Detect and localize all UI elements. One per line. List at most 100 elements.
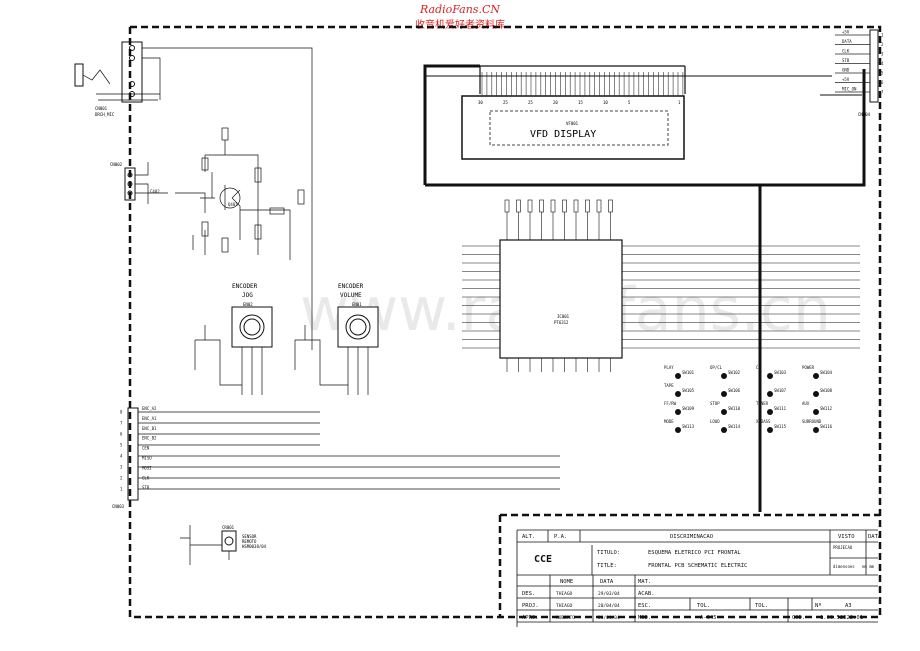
cn003-pin-number: 7 [120, 421, 123, 426]
cn004-net-label: DATA [842, 39, 852, 44]
pullup-resistor [527, 199, 533, 213]
svg-text:SENSOR: SENSOR [242, 534, 257, 539]
svg-text:DRCH_MIC: DRCH_MIC [95, 112, 115, 117]
svg-text:MOD.: MOD. [638, 615, 651, 621]
key-matrix: SW101PLAYSW102OP/CLSW103CDSW104POWERSW10… [664, 365, 833, 433]
svg-text:THIAGO: THIAGO [556, 591, 573, 597]
key-label: TUNER [756, 401, 769, 406]
svg-text:ESQUEMA ELETRICO PCI FRONTAL: ESQUEMA ELETRICO PCI FRONTAL [648, 550, 741, 556]
cn003-net-label: CEN [142, 446, 150, 451]
svg-text:29/03/04: 29/03/04 [598, 591, 620, 597]
key-ref: SW103 [774, 370, 787, 375]
svg-text:DATA: DATA [868, 534, 882, 540]
cce-logo: CCE [534, 554, 552, 565]
cn004-pin-number: 5 [881, 71, 884, 76]
key-ref: SW101 [682, 370, 695, 375]
svg-text:1.00.52322.01: 1.00.52322.01 [820, 615, 863, 621]
title-block-text: ALT. P.A. DISCRIMINACAO VISTO DATA PROJE… [522, 534, 882, 621]
svg-text:CN002: CN002 [110, 162, 123, 167]
svg-text:10: 10 [603, 100, 608, 105]
encoder-volume: ENCODER VOLUME EN01 [337, 283, 379, 395]
cn003-pin-number: 2 [120, 476, 123, 481]
cn003-net-label: ENC_A2 [142, 406, 157, 411]
cn004-net-label: +5V [842, 77, 850, 82]
power-bus [423, 64, 866, 512]
key-label: MODE [664, 419, 674, 424]
key-label: PLAY [664, 365, 674, 370]
cn004-pin-number: 7 [881, 90, 884, 95]
svg-text:30: 30 [478, 100, 483, 105]
svg-text:PROJ.: PROJ. [522, 603, 539, 609]
key-switch [675, 427, 681, 433]
svg-text:COD.: COD. [792, 615, 805, 621]
cn003-net-label: MOSI [142, 465, 152, 470]
board-outline [128, 25, 882, 619]
svg-text:TITULO:: TITULO: [597, 550, 620, 556]
watermark-subtitle: 收音机爱好者资料库 [415, 20, 505, 31]
svg-text:A-645: A-645 [700, 615, 717, 621]
cn003-pin-number: 1 [120, 487, 123, 492]
key-ref: SW104 [820, 370, 833, 375]
svg-text:25: 25 [528, 100, 533, 105]
svg-text:CN001: CN001 [95, 106, 108, 111]
cn003-net-label: ENC_A1 [142, 416, 157, 421]
key-switch [813, 427, 819, 433]
title-block [516, 529, 878, 627]
key-switch [675, 373, 681, 379]
key-ref: SW106 [728, 388, 741, 393]
encoder-jog: ENCODER JOG EN02 [231, 283, 273, 395]
svg-text:CN004: CN004 [858, 112, 871, 117]
svg-text:em mm: em mm [862, 564, 875, 569]
key-ref: SW115 [774, 424, 787, 429]
cn004-pin-number: 3 [881, 52, 884, 57]
svg-text:PT6312: PT6312 [554, 320, 569, 325]
svg-text:CR001: CR001 [222, 525, 235, 530]
svg-text:C402: C402 [150, 189, 160, 194]
vfd-ref: VF001 [566, 121, 579, 126]
svg-text:ACAB.: ACAB. [638, 591, 655, 597]
svg-text:20: 20 [553, 100, 558, 105]
key-ref: SW105 [682, 388, 695, 393]
svg-text:CN003: CN003 [112, 504, 125, 509]
svg-text:FRONTAL PCB SCHEMATIC ELECTRIC: FRONTAL PCB SCHEMATIC ELECTRIC [648, 563, 747, 569]
key-ref: SW114 [728, 424, 741, 429]
cn003-net-label: ENC_B1 [142, 426, 157, 431]
svg-text:15: 15 [578, 100, 583, 105]
cn003-net-label: CLK [142, 475, 150, 480]
svg-text:TITLE:: TITLE: [597, 563, 617, 569]
svg-text:ENCODER: ENCODER [232, 283, 258, 290]
key-switch [813, 373, 819, 379]
svg-text:P.A.: P.A. [554, 534, 567, 540]
svg-text:Nº: Nº [815, 602, 822, 609]
connector-cn002: CN002 [110, 162, 206, 213]
key-switch [813, 409, 819, 415]
key-label: TAPE [664, 383, 674, 388]
key-switch [721, 427, 727, 433]
svg-text:5: 5 [628, 100, 631, 105]
key-label: X-BASS [756, 419, 771, 424]
cn003-net-label: MISO [142, 456, 152, 461]
svg-text:25: 25 [503, 100, 508, 105]
pullup-resistor [504, 199, 510, 213]
svg-text:ROBERTO: ROBERTO [556, 615, 575, 621]
svg-text:REMOTO: REMOTO [242, 539, 257, 544]
key-label: STOP [710, 401, 720, 406]
ic-pt6312: IC001 PT6312 [499, 239, 623, 359]
svg-text:ESC.: ESC. [638, 603, 651, 609]
cn004-pin-number: 2 [881, 42, 884, 47]
pullup-resistor [539, 199, 544, 213]
key-label: FF/RW [664, 401, 677, 406]
pullup-resistor [585, 199, 590, 213]
cn004-net-label: CLK [842, 49, 850, 54]
key-label: POWER [802, 365, 815, 370]
cn004-pin-number: 6 [881, 80, 884, 85]
key-ref: SW109 [682, 406, 695, 411]
svg-text:ALT.: ALT. [522, 534, 535, 540]
key-switch [767, 427, 773, 433]
key-switch [767, 373, 773, 379]
watermark-site: RadioFans.CN [420, 3, 500, 16]
svg-text:TOL.: TOL. [697, 603, 710, 609]
svg-text:1: 1 [678, 100, 681, 105]
svg-text:IC001: IC001 [557, 314, 570, 319]
